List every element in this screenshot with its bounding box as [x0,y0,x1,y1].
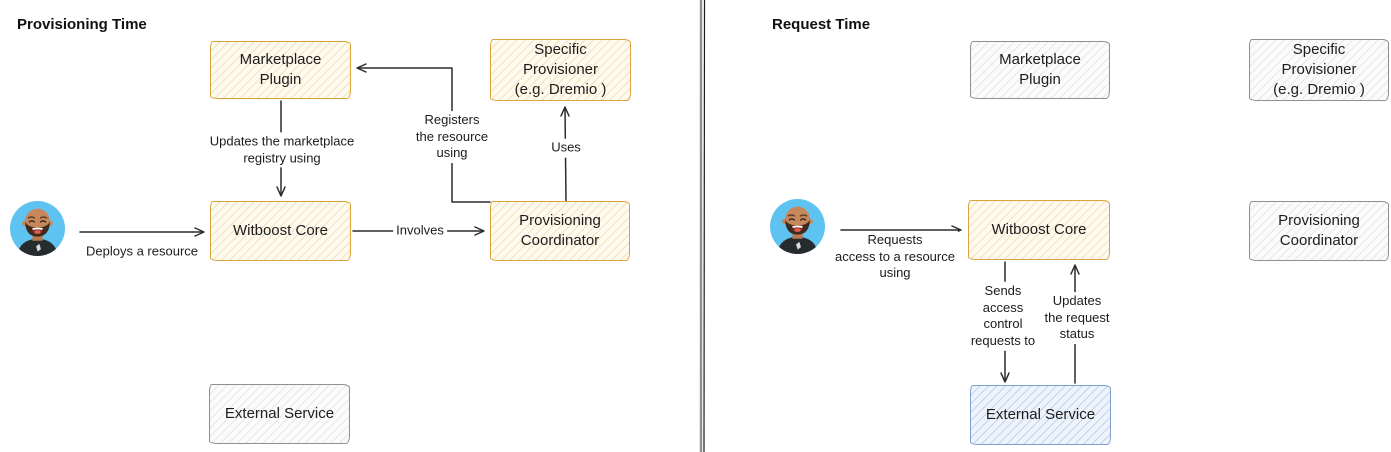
user-avatar-icon [10,201,65,256]
node-specific-provisioner-right: Specific Provisioner (e.g. Dremio ) [1249,39,1389,101]
node-marketplace-plugin-right: Marketplace Plugin [970,41,1110,99]
node-external-service-left: External Service [209,384,350,444]
edge-label-registers: Registers the resource using [412,111,492,163]
node-witboost-core-left: Witboost Core [210,201,351,261]
user-avatar-icon [770,199,825,254]
node-provisioning-coordinator-right: Provisioning Coordinator [1249,201,1389,261]
edge-label-updates-request-status: Updates the request status [1041,292,1113,344]
node-specific-provisioner-left: Specific Provisioner (e.g. Dremio ) [490,39,631,101]
arrow-deploys-a-resource [79,227,205,237]
panel-divider [699,0,706,452]
edge-label-involves: Involves [393,221,447,241]
node-witboost-core-right: Witboost Core [968,200,1110,260]
edge-label-sends-access-control: Sends access control requests to [967,281,1039,351]
edge-label-requests-access: Requests access to a resource using [832,231,958,283]
edge-label-uses: Uses [548,138,584,158]
right-panel-title: Request Time [772,16,871,33]
node-marketplace-plugin-left: Marketplace Plugin [210,41,351,99]
left-panel-title: Provisioning Time [17,16,147,33]
edge-label-updates-marketplace: Updates the marketplace registry using [206,132,358,168]
node-external-service-right: External Service [970,385,1111,445]
edge-label-deploys-a-resource: Deploys a resource [83,242,201,262]
node-provisioning-coordinator-left: Provisioning Coordinator [490,201,630,261]
